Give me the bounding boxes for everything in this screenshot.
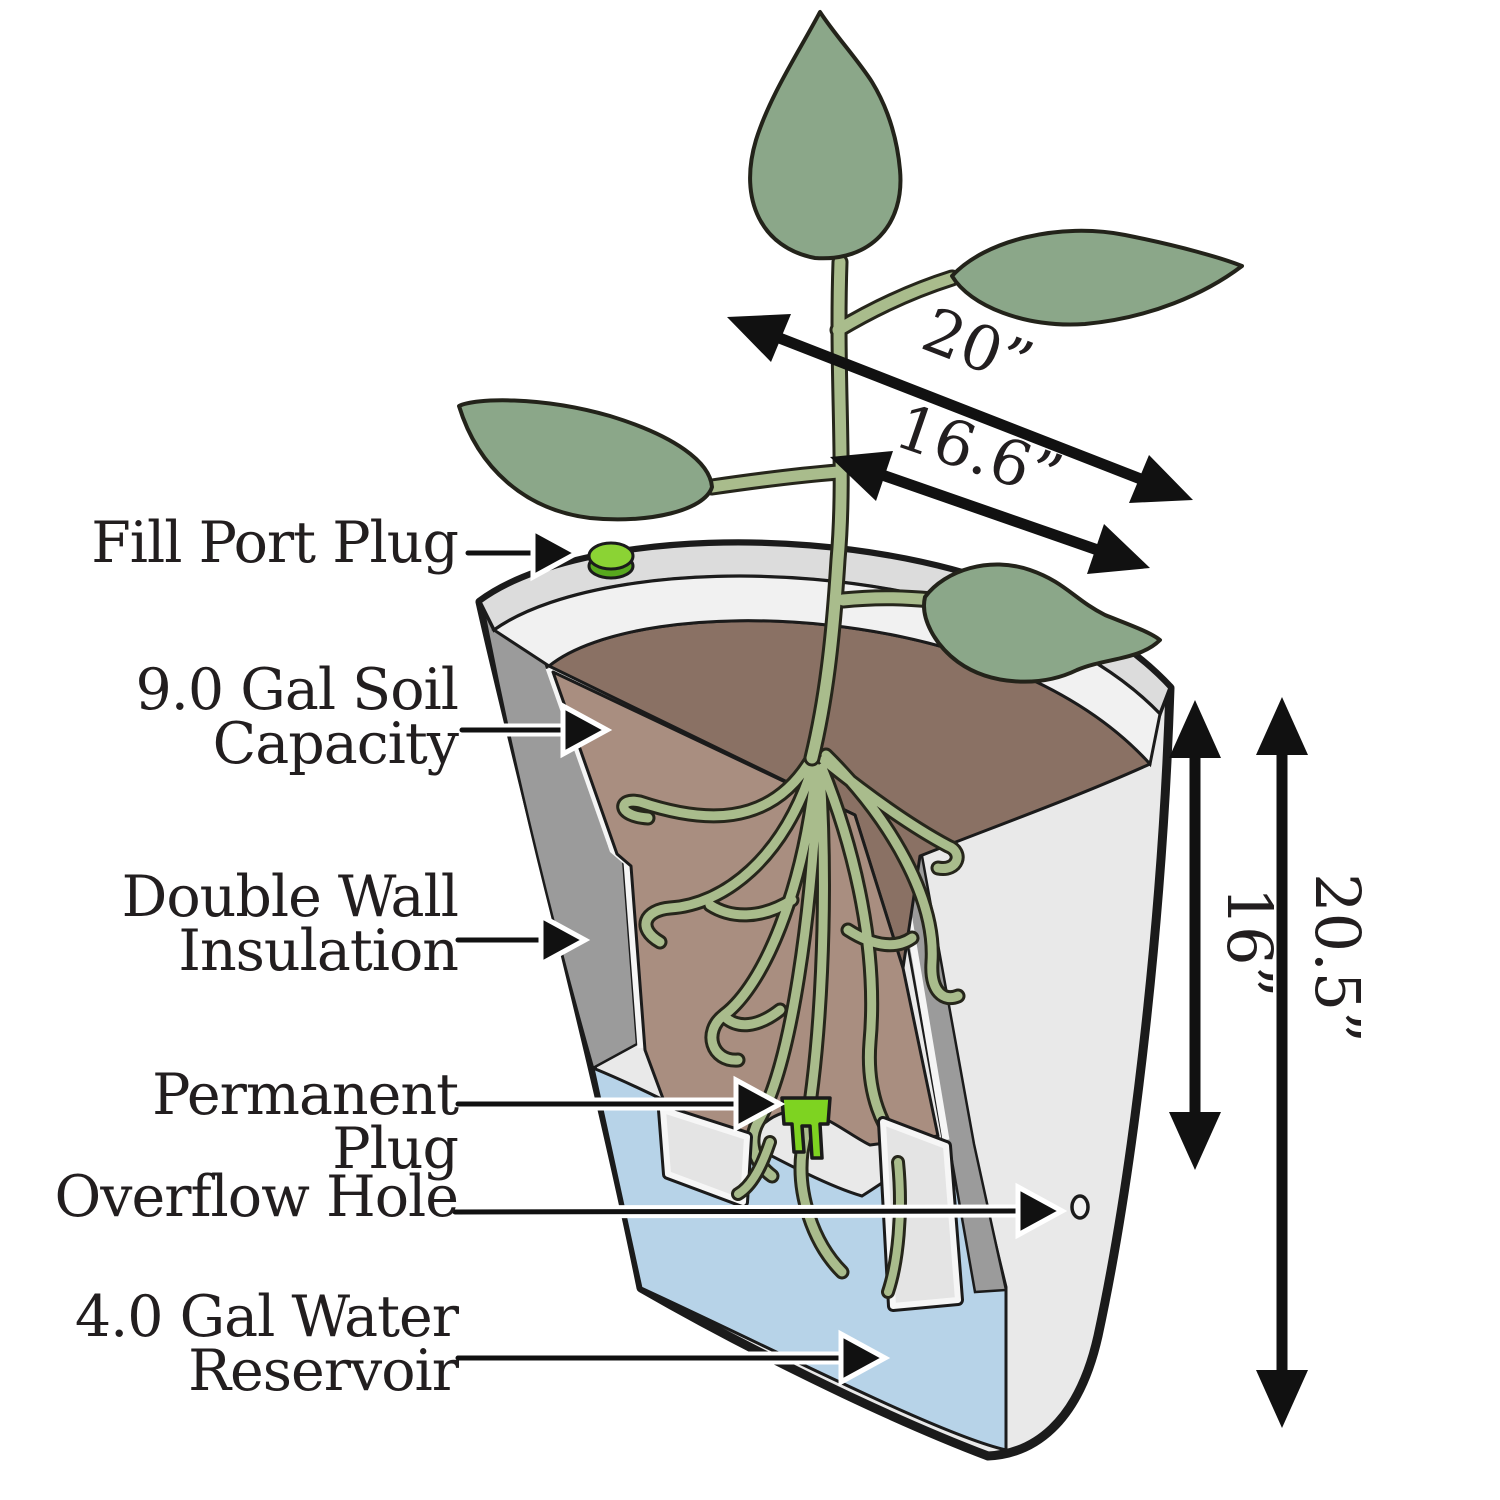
leaf-left [457,398,714,522]
label-permanent-plug-text: Permanent Plug [152,1062,459,1182]
label-water-reservoir-line2: Reservoir [188,1338,459,1404]
leader-permanent-plug [451,1075,786,1133]
plant-stem [703,253,961,767]
label-double-wall-line1: Double Wall [121,864,459,930]
label-water-reservoir-line1: 4.0 Gal Water [74,1284,459,1350]
overflow-hole-shape [1070,1194,1090,1220]
leaf-upper-right [950,228,1244,327]
label-overflow-hole-text: Overflow Hole [54,1164,459,1230]
label-fill-port-plug: Fill Port Plug [38,515,459,572]
plant-roots [616,747,966,1280]
leader-double-wall [451,911,591,969]
label-double-wall: Double Wall Insulation [38,864,459,984]
leader-arrows [448,524,1068,1387]
dim-inner-height-arrow [1169,700,1221,1170]
leader-soil-capacity [455,701,613,759]
leader-fill-port-plug [461,524,583,582]
roots-in-feet [731,1135,907,1299]
fill-port-plug-shape [587,541,635,580]
dim-outer-height-label: 20.5” [1301,873,1374,1043]
leaf-lower-right [922,562,1162,684]
leader-overflow-hole [448,1182,1068,1240]
left-wall-cut-band [481,603,639,1070]
dim-outer-width-arrow [727,314,1193,503]
dim-inner-width-label: 16.6” [887,390,1071,514]
label-double-wall-line2: Insulation [178,918,459,984]
inner-container-left-foot [657,1104,753,1208]
label-water-reservoir: 4.0 Gal Water Reservoir [38,1284,459,1404]
label-fill-port-plug-text: Fill Port Plug [91,510,459,576]
dim-inner-width-arrow [830,451,1150,574]
dim-inner-height-label: 16” [1213,887,1286,998]
plant-leaves [457,10,1244,684]
label-soil-capacity: 9.0 Gal Soil Capacity [38,657,459,777]
dimension-arrows: 20” 16.6” 16” 20.5” [727,293,1374,1428]
leader-water-reservoir [451,1329,891,1387]
label-overflow-hole: Overflow Hole [38,1169,459,1226]
label-soil-capacity-line2: Capacity [212,711,459,777]
dim-outer-height-arrow [1256,697,1308,1428]
label-soil-capacity-line1: 9.0 Gal Soil [135,657,459,723]
label-permanent-plug: Permanent Plug [38,1067,459,1178]
permanent-plug-shape [780,1096,832,1160]
leaf-top [748,10,903,261]
